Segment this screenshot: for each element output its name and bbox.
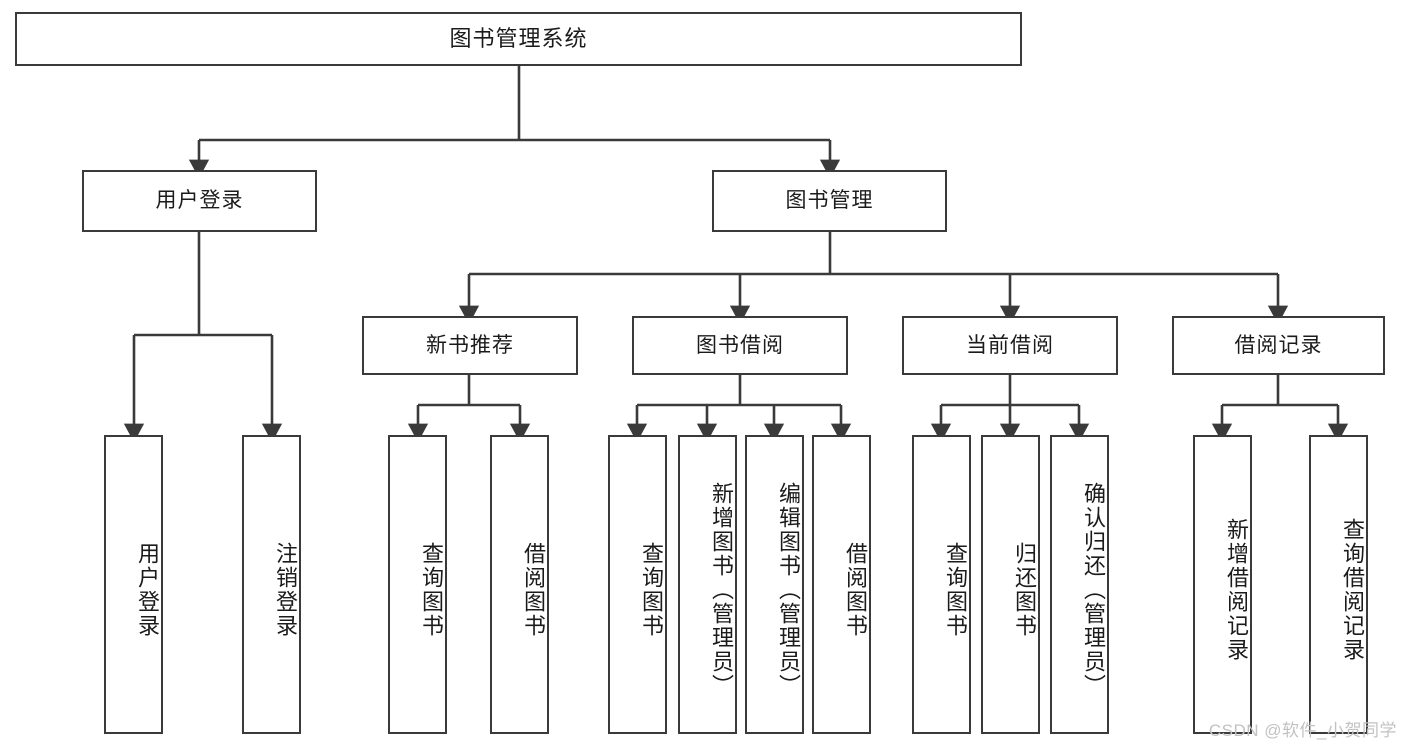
leaf-add-book[interactable]: 新增图书（管理员）: [678, 435, 737, 734]
node-label: 用户登录: [135, 541, 160, 638]
leaf-query-book-3[interactable]: 查询图书: [912, 435, 971, 734]
node-root-system[interactable]: 图书管理系统: [15, 12, 1022, 66]
node-user-login[interactable]: 用户登录: [82, 170, 317, 232]
leaf-logout-login[interactable]: 注销登录: [242, 435, 301, 734]
csdn-watermark: CSDN @软件_小贺同学: [1208, 721, 1397, 740]
node-book-borrow[interactable]: 图书借阅: [632, 316, 848, 375]
leaf-query-borrow-record[interactable]: 查询借阅记录: [1309, 435, 1368, 734]
node-label: 用户登录: [155, 189, 244, 213]
leaf-user-login[interactable]: 用户登录: [104, 435, 163, 734]
node-label: 图书管理系统: [449, 25, 588, 51]
node-label: 当前借阅: [966, 333, 1054, 357]
node-label: 查询借阅记录: [1340, 517, 1365, 662]
node-label: 借阅记录: [1234, 333, 1323, 357]
node-label: 注销登录: [273, 541, 298, 638]
node-label: 借阅图书: [843, 541, 868, 638]
node-label: 新书推荐: [426, 333, 514, 357]
node-label: 新增借阅记录: [1224, 517, 1249, 662]
leaf-borrow-book-1[interactable]: 借阅图书: [490, 435, 549, 734]
node-borrow-record[interactable]: 借阅记录: [1172, 316, 1385, 375]
leaf-edit-book[interactable]: 编辑图书（管理员）: [745, 435, 804, 734]
node-new-book-recommend[interactable]: 新书推荐: [362, 316, 578, 375]
node-label: 归还图书: [1012, 541, 1037, 638]
node-current-borrow[interactable]: 当前借阅: [902, 316, 1118, 375]
node-label: 借阅图书: [521, 541, 546, 638]
node-label: 查询图书: [943, 541, 968, 638]
node-label: 图书管理: [785, 189, 874, 213]
node-label: 编辑图书（管理员）: [776, 481, 801, 698]
leaf-query-book-2[interactable]: 查询图书: [608, 435, 667, 734]
leaf-return-book[interactable]: 归还图书: [981, 435, 1040, 734]
leaf-add-borrow-record[interactable]: 新增借阅记录: [1193, 435, 1252, 734]
node-book-management[interactable]: 图书管理: [712, 170, 947, 232]
leaf-query-book-1[interactable]: 查询图书: [388, 435, 447, 734]
node-label: 确认归还（管理员）: [1081, 481, 1106, 698]
leaf-confirm-return[interactable]: 确认归还（管理员）: [1050, 435, 1109, 734]
leaf-borrow-book-2[interactable]: 借阅图书: [812, 435, 871, 734]
node-label: 查询图书: [419, 541, 444, 638]
node-label: 查询图书: [639, 541, 664, 638]
node-label: 图书借阅: [696, 333, 784, 357]
node-label: 新增图书（管理员）: [709, 481, 734, 698]
